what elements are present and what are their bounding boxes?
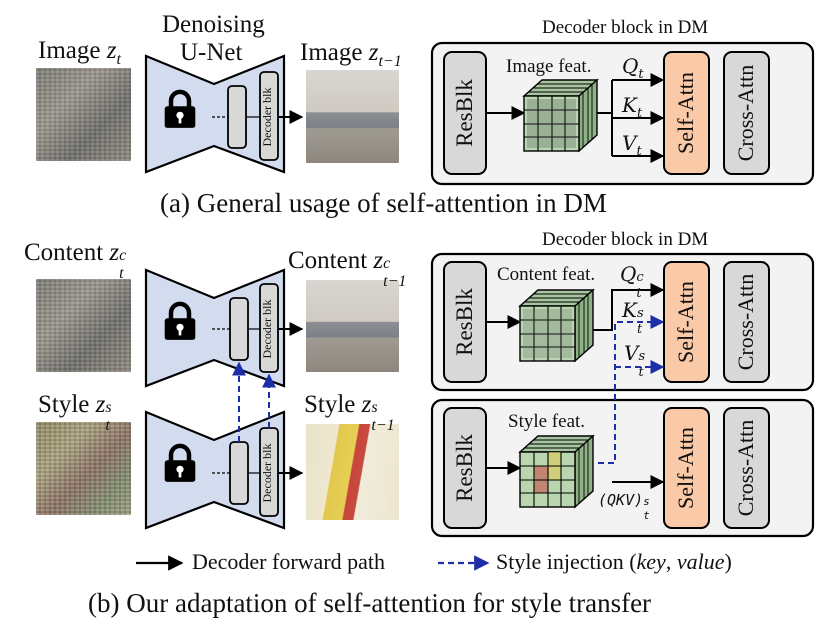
style-image (306, 424, 399, 520)
self-attn-a (663, 51, 710, 175)
content-feat-label: Content feat. (497, 264, 596, 285)
cross-attn-b-content (723, 261, 770, 383)
self-attn-label-b-content: Self-Attn (673, 281, 698, 363)
caption-b: (b) Our adaptation of self-attention for… (88, 588, 652, 618)
unet-a-inner-block (227, 85, 247, 149)
cross-attn-label-b-content: Cross-Attn (733, 273, 758, 371)
v-label-b: V s t (624, 341, 646, 380)
room-image-a (306, 70, 399, 163)
content-zt-label: Content z c t (24, 239, 127, 282)
style-feat-label: Style feat. (508, 411, 586, 432)
block-title-a: Decoder block in DM (542, 17, 709, 38)
block-title-b: Decoder block in DM (542, 229, 709, 250)
unet-title-line1: Denoising (162, 11, 265, 38)
resblk-label-a: ResBlk (452, 79, 477, 147)
cube-style (518, 434, 595, 509)
content-zt1-label: Content z c t−1 (288, 247, 407, 290)
cross-attn-b-style (723, 407, 770, 529)
image-feat-label: Image feat. (506, 56, 592, 77)
noisy-content-image (36, 279, 131, 372)
legend-injection-label: Style injection (key, value) (496, 549, 732, 574)
image-zt-label: Image zt (38, 37, 121, 68)
cross-attn-label-a: Cross-Attn (733, 64, 758, 162)
resblk-label-b-style: ResBlk (452, 434, 477, 502)
decoder-blk-label-a: Decoder blk (260, 87, 274, 147)
q-label-a: Qt (622, 54, 644, 82)
cross-attn-a (723, 51, 770, 175)
style-zt1-label: Style z s t−1 (304, 391, 395, 434)
k-label-b: K s t (622, 298, 644, 337)
q-label-b: Q c t (620, 262, 644, 301)
cube-a (522, 78, 599, 153)
cross-attn-label-b-style: Cross-Attn (733, 419, 758, 517)
decoder-block-a (430, 41, 815, 186)
room-image-b (306, 280, 399, 372)
v-label-a: Vt (622, 131, 642, 159)
unet-a (144, 54, 304, 174)
cube-content (518, 288, 595, 363)
style-zt-label: Style z s t (38, 391, 112, 434)
qkv-style-label: (QKV) s t (598, 491, 650, 522)
self-attn-label-a: Self-Attn (673, 72, 698, 154)
k-label-a: Kt (622, 93, 643, 121)
injection-k (598, 315, 665, 464)
unet-title-line2: U-Net (180, 39, 243, 66)
unet-b-style-shape (144, 410, 286, 530)
resblk-label-b-content: ResBlk (452, 288, 477, 356)
decoder-blk-label-style: Decoder blk (260, 443, 274, 503)
unet-a-shape (144, 54, 286, 174)
noisy-image-a (36, 68, 131, 161)
image-zt1-label: Image zt−1 (300, 39, 402, 70)
legend-forward-label: Decoder forward path (192, 549, 386, 574)
self-attn-b-style (663, 407, 710, 529)
unet-b-content-shape (144, 268, 286, 388)
decoder-block-b-style (430, 398, 815, 538)
unet-b-style (144, 410, 304, 530)
unet-b-content (144, 268, 304, 388)
caption-a: (a) General usage of self-attention in D… (160, 188, 607, 218)
self-attn-label-b-style: Self-Attn (673, 427, 698, 509)
noisy-style-image (36, 422, 131, 515)
decoder-blk-label-content: Decoder blk (260, 299, 274, 359)
